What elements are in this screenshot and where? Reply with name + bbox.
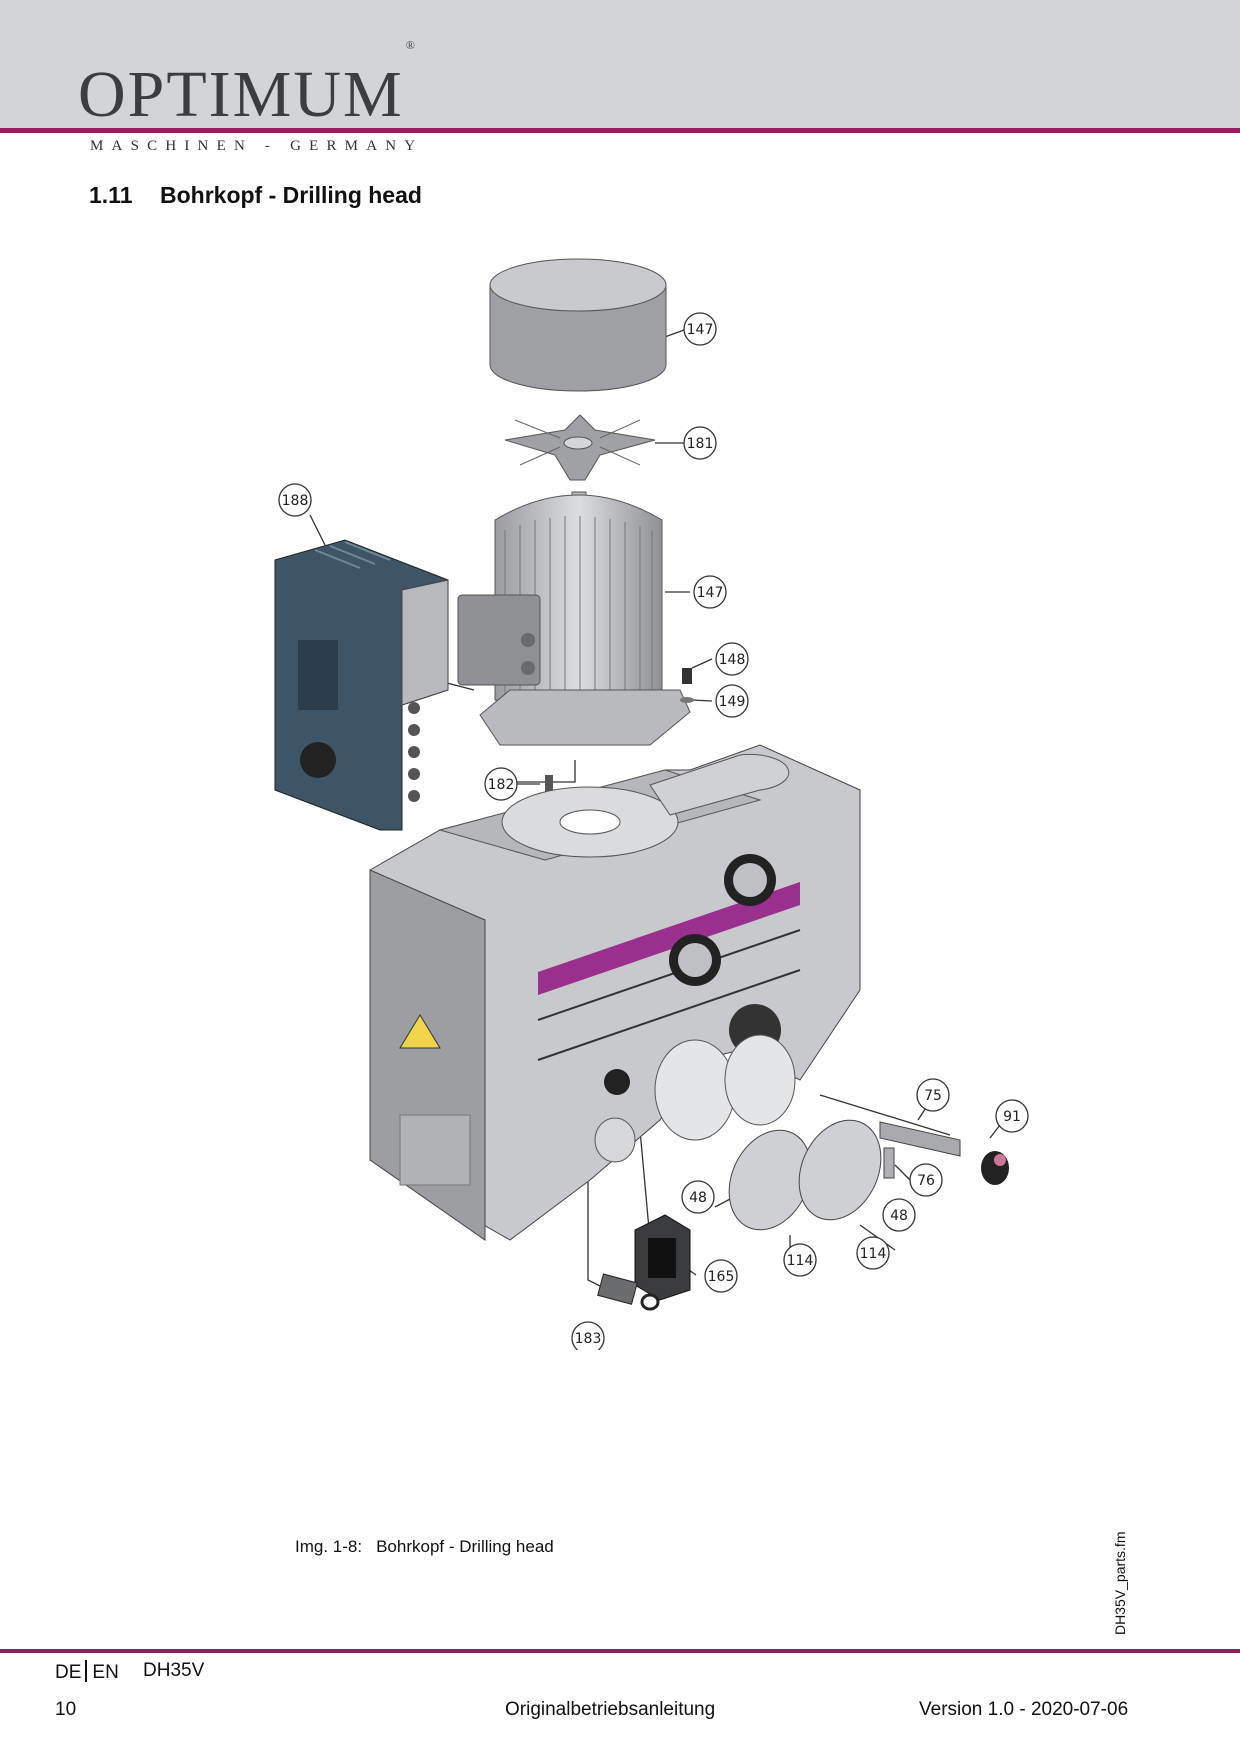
lang-separator <box>85 1660 88 1682</box>
section-number: 1.11 <box>89 182 133 208</box>
selector-switch-part <box>634 1214 691 1301</box>
callout-181: 181 <box>683 426 717 460</box>
callout-148: 148 <box>715 642 749 676</box>
version-info: Version 1.0 - 2020-07-06 <box>919 1699 1129 1720</box>
callout-labels: 147 181 188 147 148 149 182 75 91 76 48 … <box>278 312 1029 1350</box>
brand-logo: OPTIMUM® <box>78 39 417 128</box>
cover-cap-part <box>489 258 667 392</box>
svg-text:48: 48 <box>890 1208 908 1224</box>
svg-text:114: 114 <box>787 1253 814 1269</box>
model-name: DH35V <box>143 1660 205 1681</box>
lang-de: DE <box>55 1662 82 1683</box>
logo-registered-mark: ® <box>405 38 417 52</box>
footer-rule <box>0 1649 1240 1653</box>
caption-label: Img. 1-8: <box>295 1537 363 1556</box>
header-rule <box>0 128 1240 133</box>
svg-text:114: 114 <box>860 1246 887 1262</box>
callout-48-right: 48 <box>882 1198 916 1232</box>
callout-76: 76 <box>909 1163 943 1197</box>
callout-149: 149 <box>715 684 749 718</box>
svg-text:147: 147 <box>687 322 714 338</box>
socket-part <box>597 1273 660 1311</box>
cover-plates-part <box>728 1119 882 1231</box>
language-indicator: DE EN <box>55 1660 119 1684</box>
callout-188: 188 <box>278 483 312 517</box>
callout-183: 183 <box>571 1321 605 1350</box>
callout-182: 182 <box>484 767 518 801</box>
section-title: Bohrkopf - Drilling head <box>160 182 422 208</box>
svg-text:148: 148 <box>719 652 746 668</box>
section-heading: 1.11 Bohrkopf - Drilling head <box>89 182 422 209</box>
svg-text:188: 188 <box>282 493 309 509</box>
lang-en: EN <box>92 1662 119 1683</box>
callout-147-cap: 147 <box>683 312 717 346</box>
figure-caption: Img. 1-8: Bohrkopf - Drilling head <box>295 1537 554 1557</box>
header-band <box>0 0 1240 128</box>
svg-text:165: 165 <box>708 1269 735 1285</box>
source-file-name: DH35V_parts.fm <box>1112 1531 1128 1635</box>
exploded-parts-drawing: 147 181 188 147 148 149 182 75 91 76 48 … <box>274 258 1029 1350</box>
callout-165: 165 <box>704 1259 738 1293</box>
svg-text:75: 75 <box>924 1088 942 1104</box>
svg-text:182: 182 <box>488 777 515 793</box>
svg-text:183: 183 <box>575 1331 602 1347</box>
svg-text:91: 91 <box>1003 1109 1021 1125</box>
manual-title: Originalbetriebsanleitung <box>505 1699 716 1720</box>
svg-text:181: 181 <box>687 436 714 452</box>
caption-text: Bohrkopf - Drilling head <box>376 1537 554 1556</box>
spindle-parts <box>879 1121 1009 1185</box>
page-number: 10 <box>55 1699 77 1720</box>
svg-text:149: 149 <box>719 694 746 710</box>
svg-text:76: 76 <box>917 1173 935 1189</box>
callout-75: 75 <box>916 1078 950 1112</box>
fan-part <box>504 414 656 481</box>
motor-part <box>457 491 694 795</box>
callout-48-left: 48 <box>681 1180 715 1214</box>
svg-text:147: 147 <box>697 585 724 601</box>
control-box-part <box>274 539 449 831</box>
callout-114-right: 114 <box>856 1236 890 1270</box>
callout-91: 91 <box>995 1099 1029 1133</box>
logo-text: OPTIMUM <box>78 58 404 131</box>
callout-114-left: 114 <box>783 1243 817 1277</box>
svg-text:48: 48 <box>689 1190 707 1206</box>
callout-147-motor: 147 <box>693 575 727 609</box>
brand-tagline: MASCHINEN - GERMANY <box>90 138 424 154</box>
housing-part <box>369 744 861 1241</box>
